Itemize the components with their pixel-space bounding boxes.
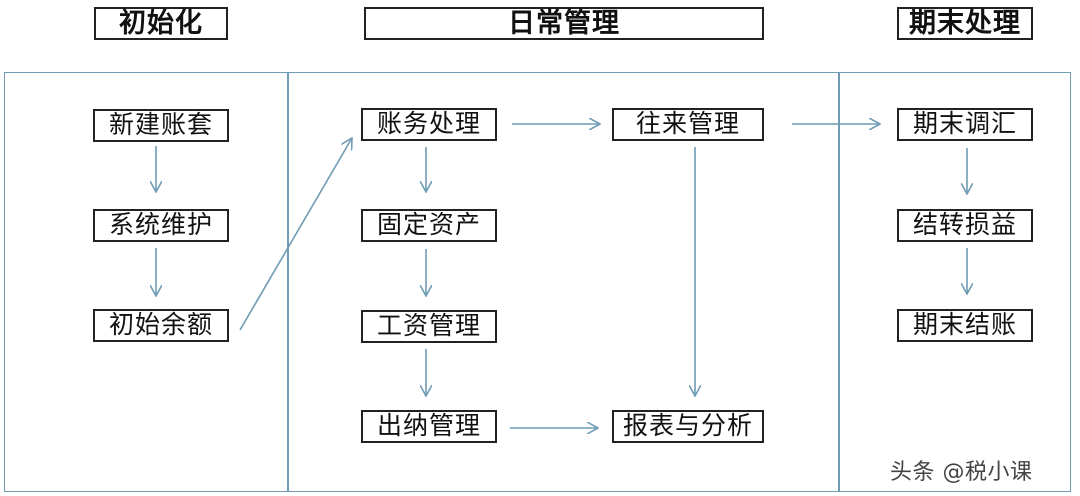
step-reports-analysis: 报表与分析: [612, 410, 764, 443]
watermark: 头条 @税小课: [890, 460, 1033, 485]
arrow-init-to-ledger: [239, 138, 352, 331]
step-payroll: 工资管理: [361, 310, 497, 343]
step-opening-balance: 初始余额: [93, 309, 229, 342]
header-period-end: 期末处理: [897, 7, 1033, 40]
step-fixed-assets: 固定资产: [361, 209, 497, 242]
step-carry-forward-pl: 结转损益: [897, 209, 1033, 242]
step-fx-adjustment: 期末调汇: [897, 108, 1033, 141]
step-cashier: 出纳管理: [361, 410, 497, 443]
step-receivables: 往来管理: [612, 108, 764, 141]
diagram-frame: [4, 72, 1071, 492]
divider-init-daily: [287, 72, 289, 492]
step-new-account-set: 新建账套: [93, 109, 229, 142]
divider-daily-period-end: [838, 72, 840, 492]
step-system-maintenance: 系统维护: [93, 209, 229, 242]
step-period-close: 期末结账: [897, 309, 1033, 342]
step-ledger: 账务处理: [361, 108, 497, 141]
header-init: 初始化: [94, 7, 228, 40]
header-daily: 日常管理: [364, 7, 764, 40]
